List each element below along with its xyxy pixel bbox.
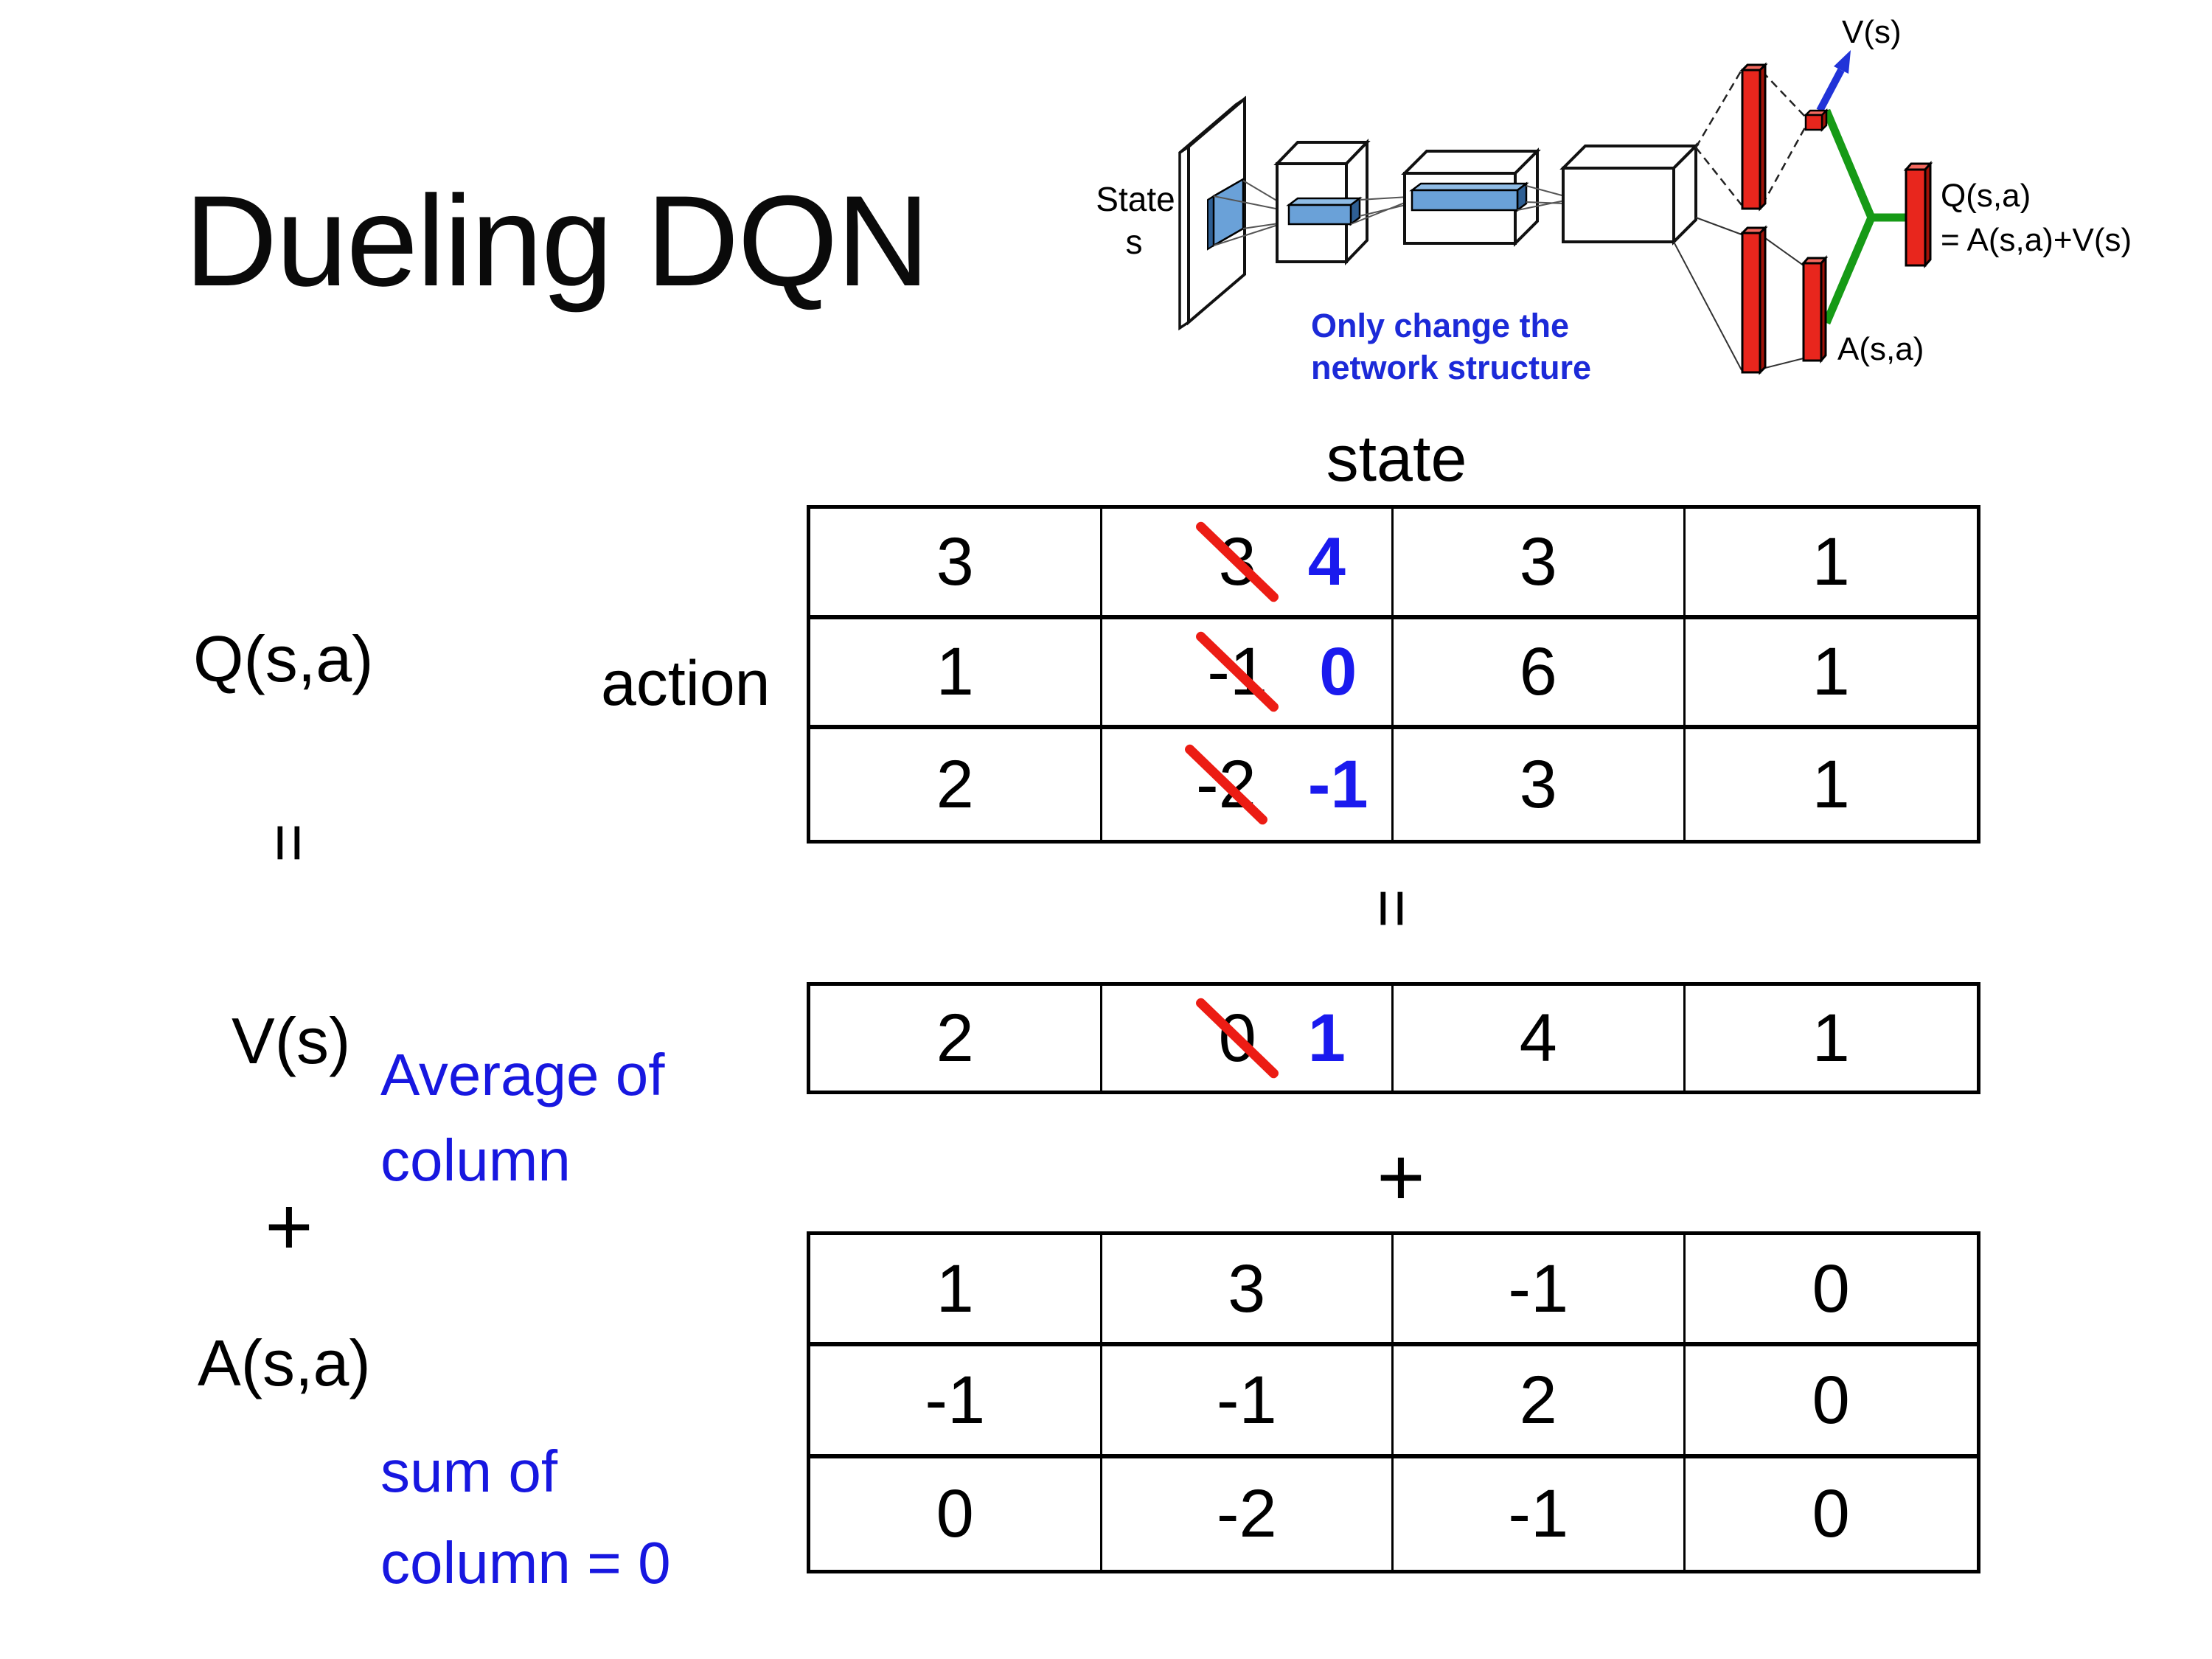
- diagram-note-line2: network structure: [1311, 349, 1591, 386]
- v-scalar-node: [1803, 108, 1829, 133]
- aggregate-junction: [1822, 108, 1906, 325]
- table-cell: 3: [1394, 509, 1686, 619]
- conv-box-3: [1559, 142, 1700, 246]
- page-title: Dueling DQN: [184, 170, 930, 313]
- table-cell-corrected: 0 1: [1102, 986, 1394, 1091]
- diagram-a-label: A(s,a): [1837, 331, 1924, 367]
- diagram-state-label: State: [1096, 180, 1175, 218]
- table-cell: 4: [1394, 986, 1686, 1091]
- q-value-table: 3 3 4 3 1 1 -1 0 6 1 2 -2 -1: [807, 505, 1980, 844]
- table-cell: 1: [1812, 1001, 1850, 1076]
- struck-old-value: 0: [1194, 996, 1281, 1080]
- conv-filter-patch-icon: [1207, 177, 1245, 251]
- feature-slab-2: [1409, 181, 1529, 212]
- table-cell: 2: [810, 986, 1102, 1091]
- v-output-arrow-icon: [1816, 50, 1851, 113]
- dueling-network-diagram: State s V(s) Q(s,a) = A(s,a)+V(s) A(s,a)…: [1096, 14, 2132, 386]
- diagram-q-formula: = A(s,a)+V(s): [1941, 222, 2132, 258]
- diagram-state-s: s: [1126, 223, 1143, 261]
- corrected-value: 0: [1319, 634, 1357, 710]
- table-cell: 1: [1685, 619, 1977, 730]
- table-cell: -1: [1102, 1346, 1394, 1458]
- table-cell: 6: [1394, 619, 1686, 730]
- corrected-value: 1: [1307, 1001, 1346, 1076]
- table-cell: 1: [810, 1235, 1102, 1347]
- v-value-table: 2 0 1 4 1: [807, 982, 1980, 1094]
- fc-bar-lower: [1739, 225, 1768, 375]
- v-matrix-label: V(s): [232, 1004, 351, 1077]
- table-cell: 0: [1685, 1235, 1977, 1347]
- struck-old-value: 3: [1194, 520, 1281, 604]
- table-cell: -1: [1394, 1458, 1686, 1570]
- average-of-column-note: Average of column: [380, 1042, 665, 1193]
- equals-sign-left: =: [251, 823, 327, 863]
- table-cell-corrected: -2 -1: [1102, 729, 1394, 840]
- diagram-q-label: Q(s,a): [1941, 178, 2031, 214]
- struck-old-value: -2: [1183, 742, 1270, 827]
- table-cell: 3: [810, 509, 1102, 619]
- conv-cone-3: [1517, 185, 1565, 211]
- fc-dashed-links: [1694, 69, 1806, 206]
- fc-solid-links: [1673, 217, 1804, 371]
- table-cell: 1: [810, 619, 1102, 730]
- fc-bar-upper: [1739, 62, 1768, 212]
- struck-old-value: -1: [1194, 630, 1281, 714]
- q-output-bar: [1903, 161, 1933, 268]
- table-cell: 0: [1812, 1476, 1850, 1552]
- table-cell: -1: [1394, 1235, 1686, 1347]
- table-cell: 2: [810, 729, 1102, 840]
- table-cell: 1: [1685, 509, 1977, 619]
- q-matrix-label: Q(s,a): [193, 622, 374, 695]
- corrected-value: -1: [1307, 747, 1368, 823]
- plus-sign-center: +: [1377, 1131, 1425, 1223]
- table-cell: 0: [1685, 1346, 1977, 1458]
- a-matrix-label: A(s,a): [198, 1326, 371, 1399]
- table-cell: 3: [1394, 729, 1686, 840]
- advantage-table: 1 3 -1 0 -1 -1 2 0 0 -2 -1 0: [807, 1231, 1980, 1573]
- state-axis-label: state: [1326, 422, 1467, 495]
- table-cell-corrected: -1 0: [1102, 619, 1394, 730]
- a-vector-bar: [1801, 254, 1829, 364]
- table-cell: 1: [1812, 747, 1850, 823]
- table-cell: -2: [1102, 1458, 1394, 1570]
- diagram-note-line1: Only change the: [1311, 307, 1569, 344]
- sum-of-column-note: sum of column = 0: [380, 1439, 671, 1596]
- table-cell-corrected: 3 4: [1102, 509, 1394, 619]
- table-cell: 0: [810, 1458, 1102, 1570]
- conv-cone-2: [1350, 196, 1409, 225]
- diagram-v-label: V(s): [1842, 14, 1902, 50]
- table-cell: 2: [1394, 1346, 1686, 1458]
- equals-sign-center: =: [1354, 888, 1430, 928]
- corrected-value: 4: [1307, 524, 1346, 599]
- table-cell: 3: [1102, 1235, 1394, 1347]
- plus-sign-left: +: [265, 1180, 313, 1273]
- action-axis-label: action: [601, 648, 771, 719]
- table-cell: -1: [810, 1346, 1102, 1458]
- feature-slab-1: [1286, 196, 1363, 226]
